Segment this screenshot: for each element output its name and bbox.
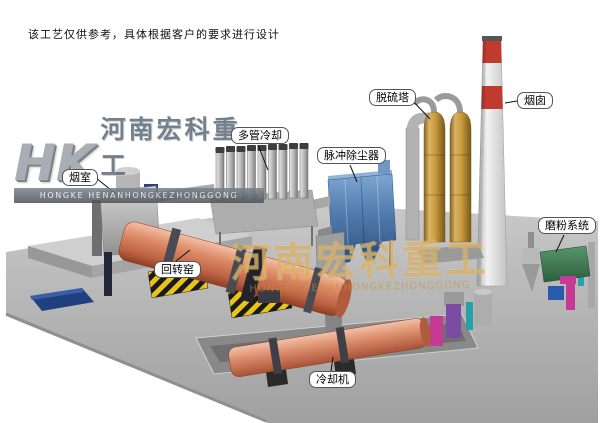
- label-smoke-chamber: 烟室: [62, 169, 98, 186]
- label-rotary-kiln: 回转窑: [154, 261, 201, 278]
- auxiliary-units: [430, 289, 492, 346]
- label-pulse-dust-collector: 脉冲除尘器: [317, 147, 386, 164]
- label-multi-tube-cooler: 多管冷却: [231, 127, 289, 144]
- kiln-drive-motor: [258, 290, 280, 303]
- desulfurization-tower-graphic: [405, 93, 484, 264]
- label-cooling-machine: 冷却机: [309, 371, 356, 388]
- grinding-system-graphic: [522, 232, 595, 310]
- disclaimer-text: 该工艺仅供参考，具体根据客户的要求进行设计: [28, 28, 280, 41]
- logo-company-name-en: HONGKE HENANHONGKEZHONGGONG: [14, 188, 264, 203]
- hongke-logo: HK 河南宏科重工 HONGKE HENANHONGKEZHONGGONG: [14, 110, 264, 203]
- label-desulfurization-tower: 脱硫塔: [369, 89, 416, 106]
- chimney-graphic: [476, 36, 508, 287]
- label-grinding-system: 磨粉系统: [538, 217, 596, 234]
- logo-company-name: 河南宏科重工: [100, 115, 241, 180]
- label-chimney: 烟囱: [517, 92, 553, 109]
